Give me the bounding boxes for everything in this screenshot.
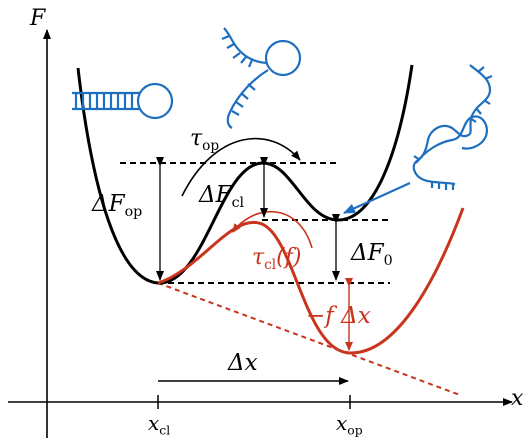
tau-op-symbol: τ [190,126,203,151]
x-op-tick-label: xop [336,413,363,437]
dF-cl-subscript: cl [231,194,245,211]
x-cl-tick-label: xcl [148,413,170,437]
dx-label: Δx [228,350,258,376]
tau-op-label: τop [190,128,219,153]
tau-cl-suffix: (f) [276,245,302,270]
tau-cl-arrow [232,211,313,249]
dF-op-label: ΔFop [92,191,143,220]
tau-cl-subscript: cl [264,256,277,273]
tau-op-subscript: op [202,137,220,154]
dF-cl-symbol: ΔF [199,182,232,208]
x-op-subscript: op [347,422,363,438]
hairpin-intermediate-icon [415,115,488,164]
free-energy-curve-with-force [157,207,465,355]
dF-op-symbol: ΔF [92,191,125,217]
tau-cl-f-label: τcl(f) [252,247,301,272]
force-tilt-line [157,282,461,396]
dF-cl-label: ΔFcl [199,182,245,211]
x-axis-label: x [511,386,524,411]
dF-0-label: ΔF0 [351,240,393,269]
hairpin-open-icon [412,64,493,190]
dF-op-subscript: op [124,203,143,220]
free-energy-curve-zero-force [76,64,414,285]
hairpin-partial-icon [221,27,302,129]
x-cl-subscript: cl [159,422,171,438]
dF-0-symbol: ΔF [351,240,384,266]
intermediate-pointer-arrow [343,181,411,215]
tau-op-arrow [181,137,301,197]
dF-0-subscript: 0 [383,252,393,269]
y-axis-label: F [30,6,46,31]
x-op-symbol: x [336,411,348,435]
tau-cl-symbol: τ [252,245,265,270]
x-cl-symbol: x [148,411,160,435]
hairpin-closed-icon [72,82,174,120]
minus-f-dx-label: −f Δx [306,303,371,329]
